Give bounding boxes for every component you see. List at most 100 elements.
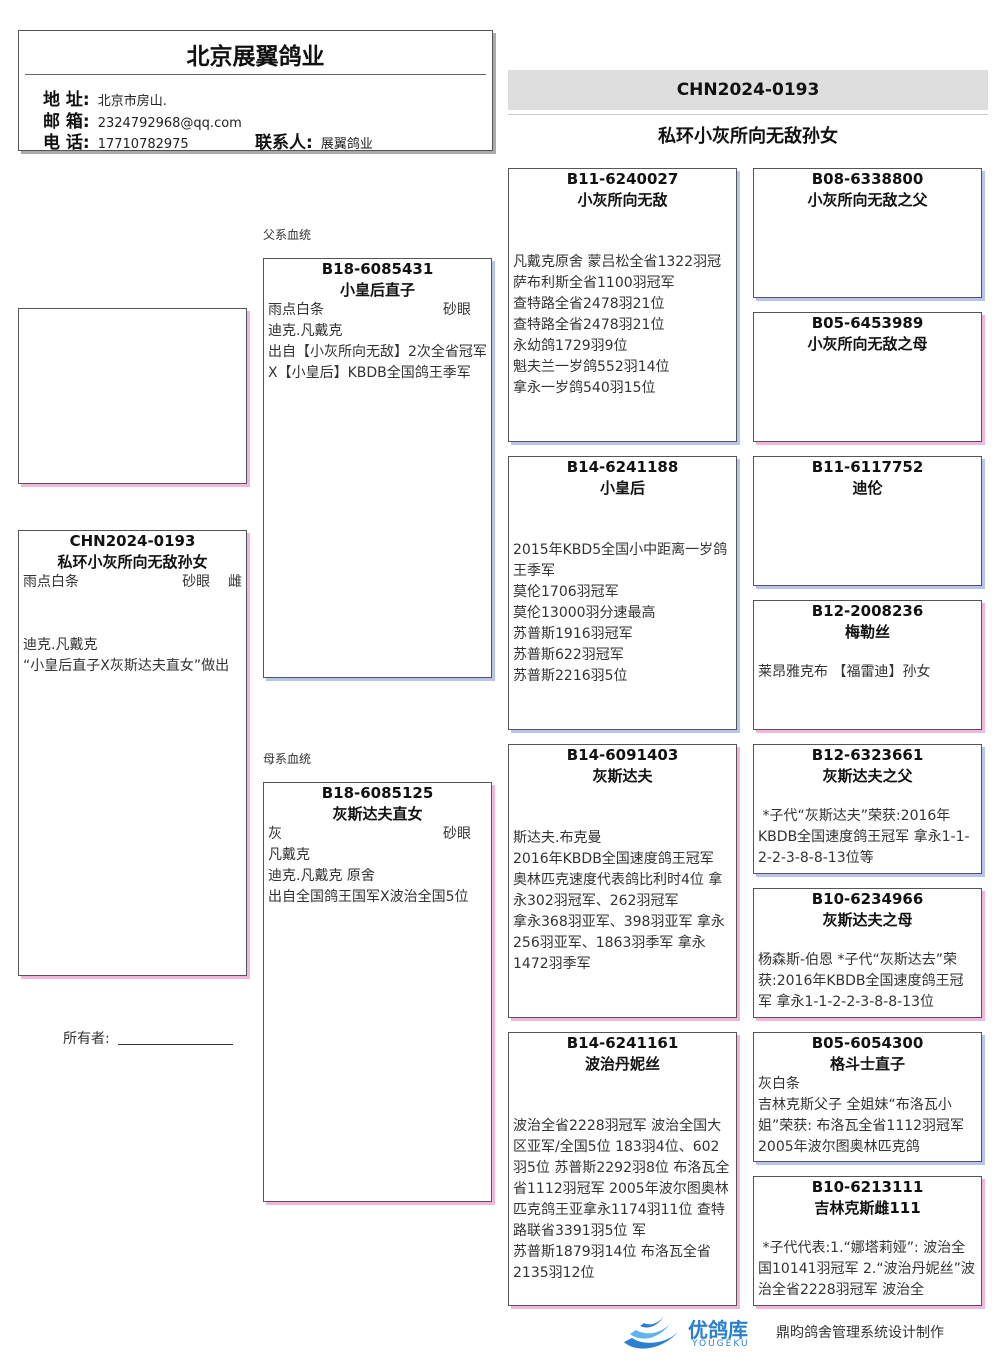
subject-traits: 雨点白条 砂眼 雌 xyxy=(19,572,246,593)
credit-text: 鼎昀鸽舍管理系统设计制作 xyxy=(776,1325,944,1341)
gen3-sd-line: 苏普斯1916羽冠军 xyxy=(513,626,633,642)
gen3-ds-line: 斯达夫.布克曼 xyxy=(513,830,602,846)
sire-eye: 砂眼 xyxy=(443,302,471,318)
gen3-ss-line: 查特路全省2478羽21位 xyxy=(513,317,665,333)
gen4-sss-ring: B08-6338800 xyxy=(811,170,924,188)
breeder-header: 北京展翼鸽业 地 址:北京市房山. 邮 箱:2324792968@qq.com … xyxy=(18,30,493,151)
gen4-dsd-text: 杨森斯-伯恩 *子代“灰斯达去”荣获:2016年KBDB全国速度鸽王冠军 拿永1… xyxy=(758,952,964,1010)
gen3-sd-line: 苏普斯2216羽5位 xyxy=(513,668,628,684)
email-label: 邮 箱: xyxy=(43,112,90,132)
gen4-card-dsd: B10-6234966 灰斯达夫之母 杨森斯-伯恩 *子代“灰斯达去”荣获:20… xyxy=(753,888,982,1018)
footer: 优鸽库 YOUGEKU 鼎昀鸽舍管理系统设计制作 xyxy=(620,1312,990,1354)
gen3-ss-line: 魁夫兰一岁鸽552羽14位 xyxy=(513,359,670,375)
gen3-ss-line: 萨布利斯全省1100羽冠军 xyxy=(513,275,675,291)
breeder-title: 北京展翼鸽业 xyxy=(186,44,325,70)
sire-color: 雨点白条 xyxy=(268,302,324,318)
dam-traits: 灰 砂眼 xyxy=(264,824,491,845)
gen3-ds-line: 拿永368羽亚军、398羽亚军 拿永256羽亚军、1863羽季军 拿永1472羽… xyxy=(513,914,725,972)
gen4-sdd-ring: B12-2008236 xyxy=(811,602,924,620)
gen3-dd-line: 苏普斯1879羽14位 布洛瓦全省2135羽12位 xyxy=(513,1244,711,1281)
gen3-ss-line: 查特路全省2478羽21位 xyxy=(513,296,665,312)
gen4-dsd-name: 灰斯达夫之母 xyxy=(822,911,913,929)
logo-name: 优鸽库 xyxy=(688,1318,748,1342)
subject-line1: 迪克.凡戴克 xyxy=(23,637,98,653)
gen4-card-ssd: B05-6453989 小灰所向无敌之母 xyxy=(753,312,982,442)
sire-line1: 迪克.凡戴克 xyxy=(268,323,343,339)
paternal-label: 父系血统 xyxy=(263,228,312,242)
top-ring-number: CHN2024-0193 xyxy=(508,70,988,110)
gen4-card-sss: B08-6338800 小灰所向无敌之父 xyxy=(753,168,982,298)
owner-label: 所有者: xyxy=(63,1031,110,1047)
gen3-dd-name: 波治丹妮丝 xyxy=(584,1055,660,1073)
address-label: 地 址: xyxy=(43,90,90,110)
phone-label: 电 话: xyxy=(43,133,90,151)
gen3-ds-line: 2016年KBDB全国速度鸽王冠军 xyxy=(513,851,714,867)
subject-ring: CHN2024-0193 xyxy=(69,532,196,550)
gen4-card-sds: B11-6117752 迪伦 xyxy=(753,456,982,586)
gen3-ss-name: 小灰所向无敌 xyxy=(577,191,668,209)
gen4-ddd-name: 吉林克斯雌111 xyxy=(814,1199,921,1217)
gen4-dds-ring: B05-6054300 xyxy=(811,1034,924,1052)
gen3-dd-ring: B14-6241161 xyxy=(566,1034,679,1052)
gen4-ssd-name: 小灰所向无敌之母 xyxy=(807,335,928,353)
top-bird-name: 私环小灰所向无敌孙女 xyxy=(658,126,838,147)
subject-eye: 砂眼 xyxy=(182,574,211,590)
gen3-ss-line: 凡戴克原舍 蒙吕松全省1322羽冠 xyxy=(513,254,722,270)
gen4-sss-name: 小灰所向无敌之父 xyxy=(807,191,928,209)
gen3-card-sd: B14-6241188 小皇后 2015年KBD5全国小中距离一岁鸽王季军 莫伦… xyxy=(508,456,737,730)
gen4-card-dss: B12-6323661 灰斯达夫之父 *子代“灰斯达夫”荣获:2016年KBDB… xyxy=(753,744,982,874)
header-divider xyxy=(25,74,486,75)
sire-ring: B18-6085431 xyxy=(321,260,434,278)
dam-ring: B18-6085125 xyxy=(321,784,434,802)
logo-icon xyxy=(624,1316,678,1349)
gen4-sds-ring: B11-6117752 xyxy=(811,458,924,476)
gen3-sd-line: 莫伦13000羽分速最高 xyxy=(513,605,656,621)
gen3-ss-line: 永幼鸽1729羽9位 xyxy=(513,338,628,354)
gen3-ss-line: 拿永一岁鸽540羽15位 xyxy=(513,380,656,396)
address-value: 北京市房山. xyxy=(97,94,167,109)
gen3-card-dd: B14-6241161 波治丹妮丝 波治全省2228羽冠军 波治全国大区亚军/全… xyxy=(508,1032,737,1306)
contact-label: 联系人: xyxy=(255,133,313,151)
gen4-dss-text: *子代“灰斯达夫”荣获:2016年KBDB全国速度鸽王冠军 拿永1-1-2-2-… xyxy=(758,808,970,866)
gen3-card-ss: B11-6240027 小灰所向无敌 凡戴克原舍 蒙吕松全省1322羽冠 萨布利… xyxy=(508,168,737,442)
gen4-sds-name: 迪伦 xyxy=(852,479,883,497)
photo-placeholder xyxy=(18,308,247,484)
email-value: 2324792968@qq.com xyxy=(97,116,242,131)
maternal-label: 母系血统 xyxy=(263,752,312,766)
email-row: 邮 箱: 2324792968@qq.com xyxy=(43,107,242,132)
gen4-card-ddd: B10-6213111 吉林克斯雌111 *子代代表:1.“娜塔莉娅”: 波治全… xyxy=(753,1176,982,1306)
contact-value: 展翼鸽业 xyxy=(320,137,373,151)
gen3-sd-line: 2015年KBD5全国小中距离一岁鸽王季军 xyxy=(513,542,728,579)
gen4-card-dds: B05-6054300 格斗士直子 灰白条 吉林克斯父子 全姐妹“布洛瓦小姐”荣… xyxy=(753,1032,982,1162)
gen4-dss-name: 灰斯达夫之父 xyxy=(822,767,913,785)
sire-card: B18-6085431 小皇后直子 雨点白条 砂眼 迪克.凡戴克 出自【小灰所向… xyxy=(263,258,492,678)
dam-eye: 砂眼 xyxy=(443,826,471,842)
subject-color: 雨点白条 xyxy=(23,574,79,590)
gen4-sdd-name: 梅勒丝 xyxy=(844,623,890,641)
sire-name: 小皇后直子 xyxy=(339,281,415,299)
dam-line3: 出自全国鸽王国军X波治全国5位 xyxy=(268,889,469,905)
gen4-ddd-ring: B10-6213111 xyxy=(811,1178,924,1196)
gen4-ssd-ring: B05-6453989 xyxy=(811,314,924,332)
gen4-dds-text: 灰白条 吉林克斯父子 全姐妹“布洛瓦小姐”荣获: 布洛瓦全省1112羽冠军 20… xyxy=(758,1076,965,1155)
logo-subtitle: YOUGEKU xyxy=(692,1339,750,1349)
top-divider xyxy=(508,114,988,115)
dam-line2: 迪克.凡戴克 原舍 xyxy=(268,868,375,884)
gen3-dd-line: 波治全省2228羽冠军 波治全国大区亚军/全国5位 183羽4位、602羽5位 … xyxy=(513,1118,730,1239)
gen4-dsd-ring: B10-6234966 xyxy=(811,890,924,908)
dam-name: 灰斯达夫直女 xyxy=(332,805,423,823)
owner-line xyxy=(117,1044,233,1045)
gen4-dds-name: 格斗士直子 xyxy=(829,1055,905,1073)
subject-sex: 雌 xyxy=(228,574,242,590)
subject-name: 私环小灰所向无敌孙女 xyxy=(57,553,208,571)
gen4-ddd-text: *子代代表:1.“娜塔莉娅”: 波治全国10141羽冠军 2.“波治丹妮丝”波治… xyxy=(758,1240,975,1298)
gen3-ss-ring: B11-6240027 xyxy=(566,170,679,188)
gen3-card-ds: B14-6091403 灰斯达夫 斯达夫.布克曼 2016年KBDB全国速度鸽王… xyxy=(508,744,737,1018)
gen4-card-sdd: B12-2008236 梅勒丝 莱昂雅克布 【福雷迪】孙女 xyxy=(753,600,982,730)
gen3-sd-line: 莫伦1706羽冠军 xyxy=(513,584,619,600)
gen3-sd-ring: B14-6241188 xyxy=(566,458,679,476)
subject-line2: “小皇后直子X灰斯达夫直女”做出 xyxy=(23,658,230,674)
gen3-sd-line: 苏普斯622羽冠军 xyxy=(513,647,624,663)
phone-row: 电 话:17710782975 联系人:展翼鸽业 xyxy=(43,128,373,151)
gen4-dss-ring: B12-6323661 xyxy=(811,746,924,764)
